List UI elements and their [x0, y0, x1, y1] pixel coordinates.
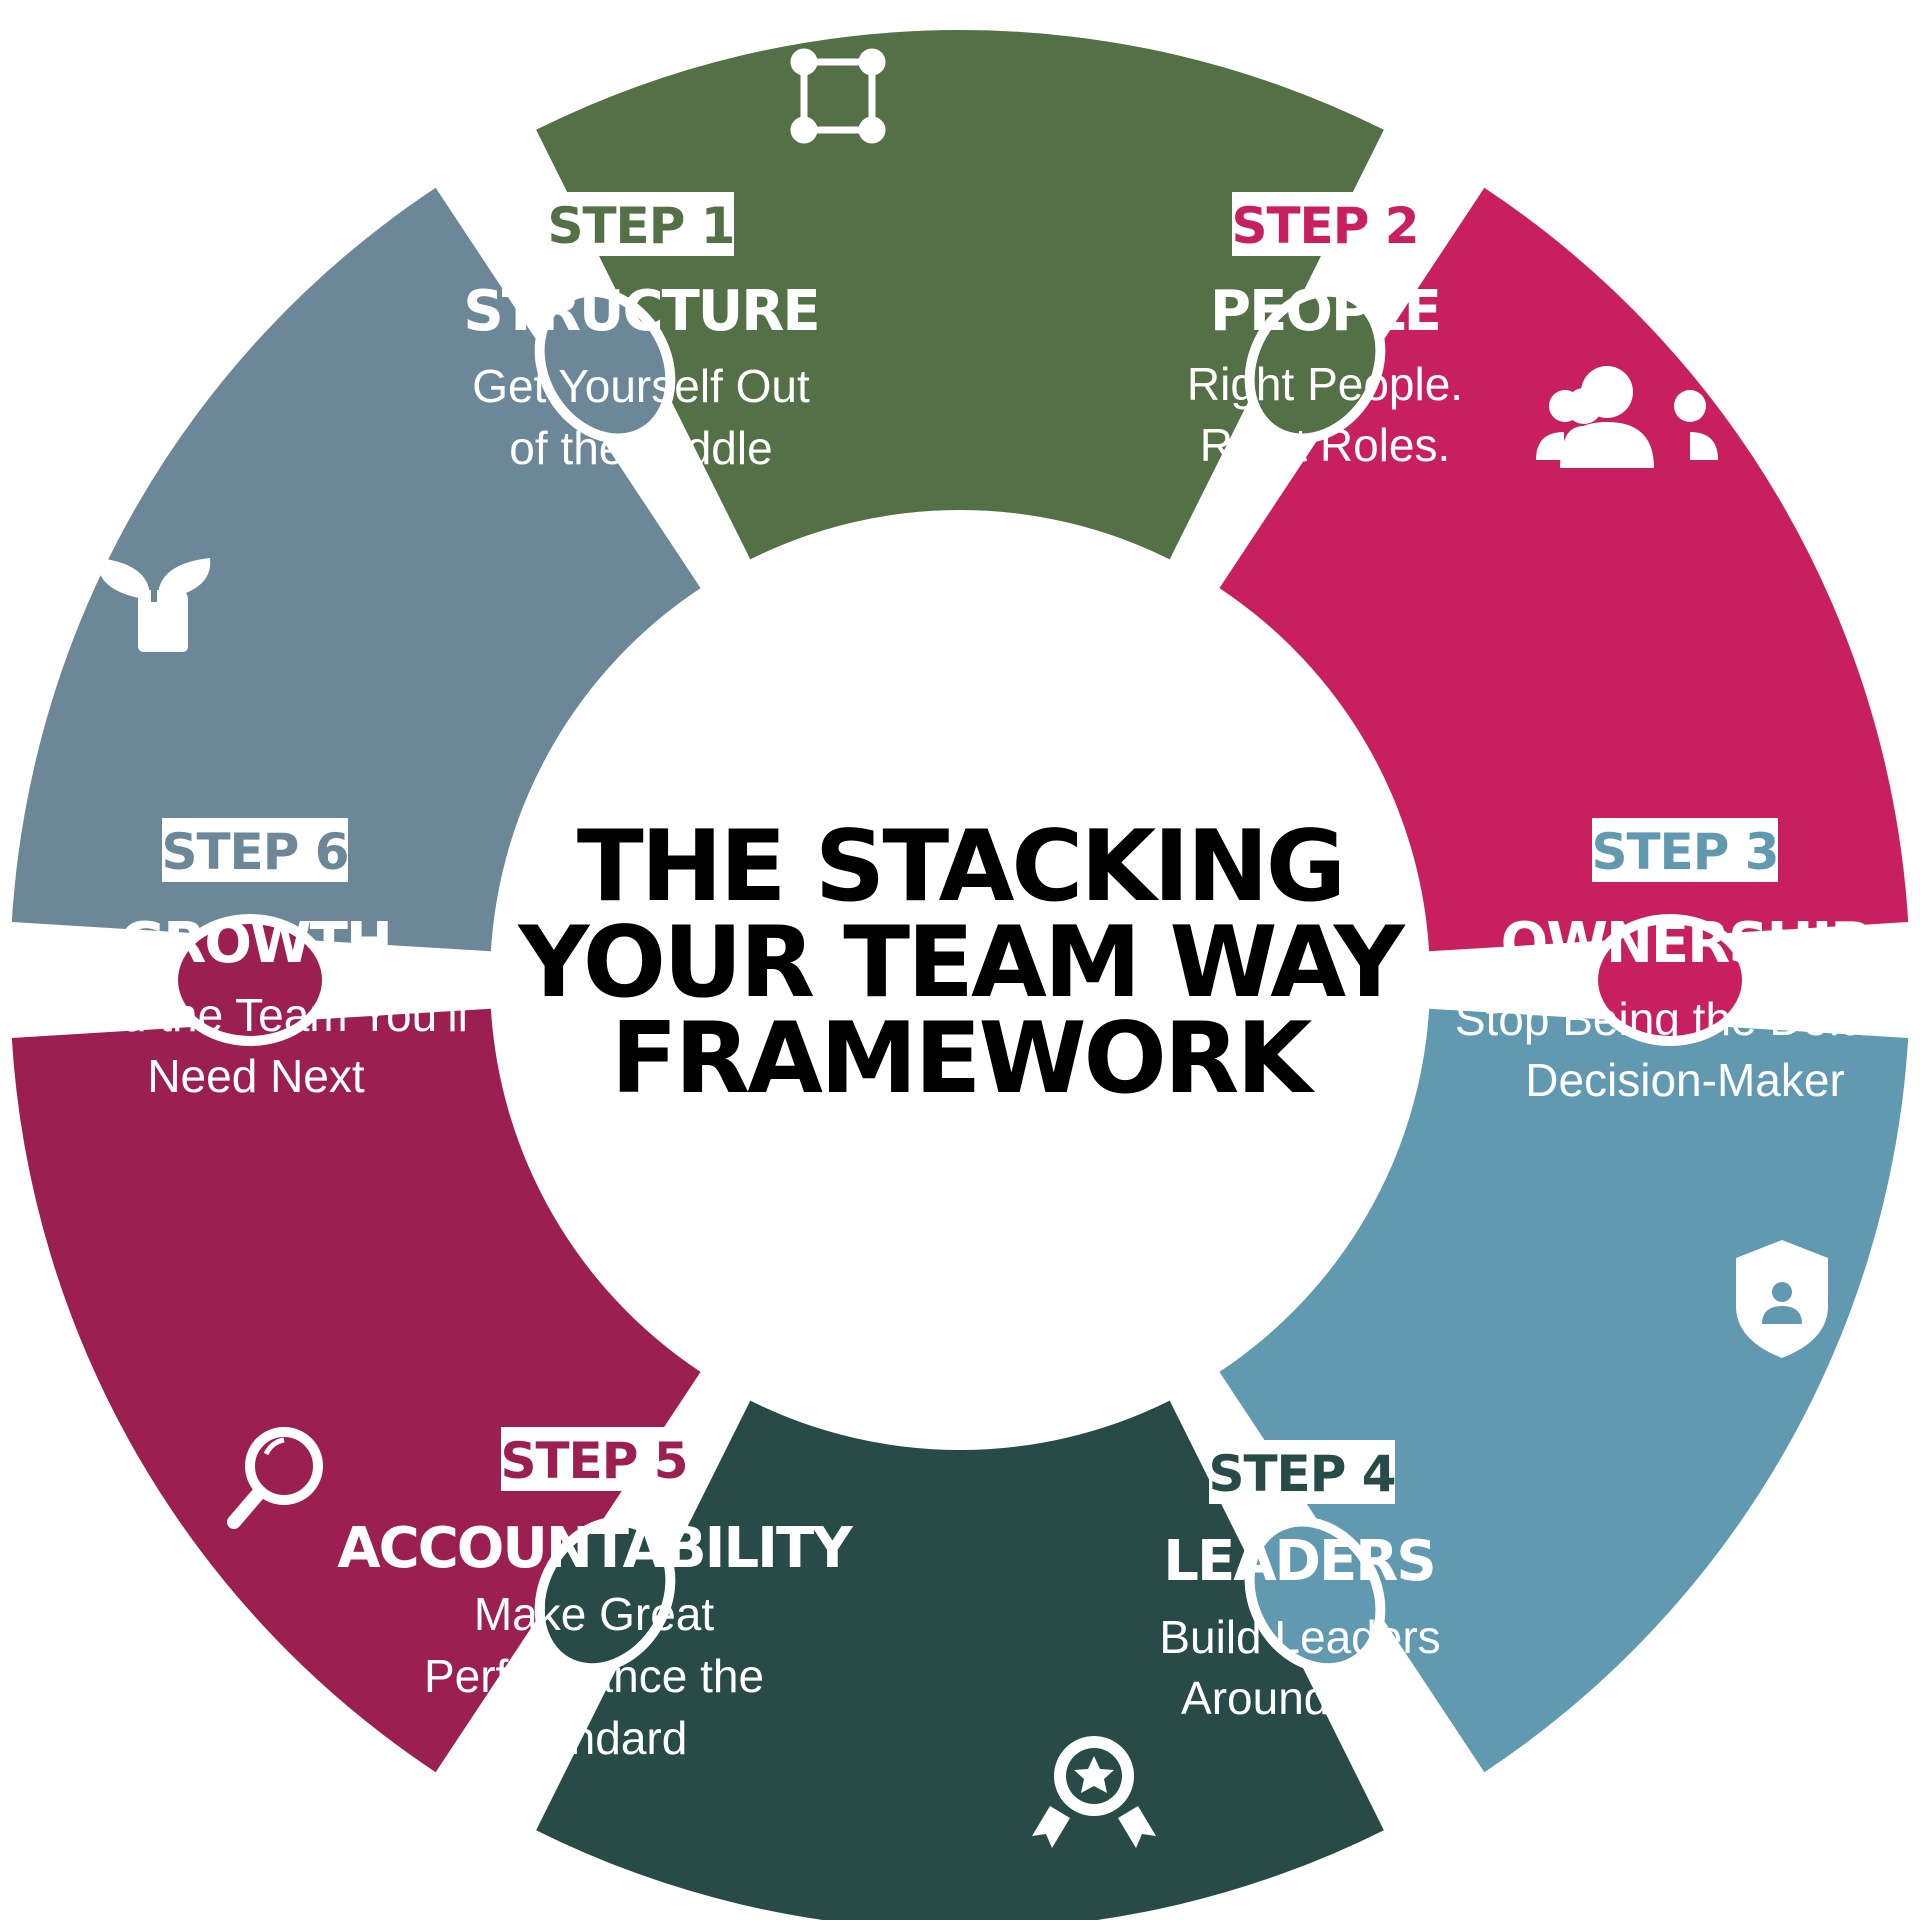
step-4-name: LEADERS	[1163, 1529, 1434, 1594]
step-4-content: STEP 4 LEADERS Build Leaders Around You	[1159, 1440, 1441, 1724]
step-1-badge	[548, 192, 734, 256]
step-2-badge-label: STEP 2	[1231, 197, 1418, 255]
magnifier-icon	[227, 1427, 323, 1529]
step-6-badge-label: STEP 6	[161, 823, 348, 881]
step-2-content: STEP 2 PEOPLE Right People. Right Roles.	[1187, 192, 1463, 471]
step-5-desc-line-3: Standard	[501, 1712, 688, 1764]
step-4-badge	[1209, 1440, 1395, 1504]
step-3-segment	[1219, 1008, 1909, 1773]
step-3-desc-line-1: Stop Being the Default	[1455, 993, 1916, 1045]
step-5-desc-line-2: Performance the	[424, 1650, 764, 1702]
step-1-puzzle-tab	[1244, 286, 1386, 444]
step-1-badge-label: STEP 1	[547, 197, 734, 255]
step-1-desc-line-2: of the Middle	[509, 422, 772, 474]
step-2-desc-line-1: Right People.	[1187, 358, 1463, 410]
step-5-name: ACCOUNTABILITY	[337, 1516, 854, 1581]
step-2-desc-line-2: Right Roles.	[1200, 419, 1451, 471]
step-5-segment	[11, 1008, 701, 1773]
plant-sprout-icon	[97, 558, 211, 652]
step-6-puzzle-tab	[534, 286, 676, 444]
step-3-desc-line-2: Decision-Maker	[1525, 1054, 1845, 1106]
step-4-badge-label: STEP 4	[1208, 1445, 1395, 1503]
step-3-badge	[1592, 818, 1778, 882]
step-5-badge-label: STEP 5	[500, 1432, 687, 1490]
step-5-content: STEP 5 ACCOUNTABILITY Make Great Perform…	[337, 1427, 856, 1764]
step-2-name: PEOPLE	[1210, 279, 1440, 344]
step-4-segment	[536, 1400, 1384, 1920]
step-5-desc-line-1: Make Great	[474, 1588, 715, 1640]
step-3-name: OWNERSHIP	[1501, 911, 1870, 976]
step-4-puzzle-tab	[534, 1516, 676, 1674]
step-6-desc-line-1: Build the Team You’ll	[44, 989, 468, 1041]
step-3-badge-label: STEP 3	[1591, 823, 1778, 881]
title-line-1: THE STACKING	[577, 810, 1343, 924]
step-5-puzzle-tab	[168, 914, 332, 1046]
step-4-desc-line-2: Around You	[1181, 1672, 1419, 1724]
award-ribbon-icon	[1032, 1736, 1156, 1848]
step-6-segment	[11, 187, 701, 952]
group-people-icon	[1536, 366, 1718, 468]
step-6-content: STEP 6 GROWTH Build the Team You’ll Need…	[44, 818, 468, 1102]
step-6-desc-line-2: Need Next	[147, 1050, 365, 1102]
step-3-content: STEP 3 OWNERSHIP Stop Being the Default …	[1455, 818, 1916, 1106]
square-nodes-icon	[790, 48, 886, 144]
step-1-segment	[536, 30, 1384, 560]
shield-user-icon	[1736, 1240, 1828, 1358]
step-1-desc-line-1: Get Yourself Out	[472, 360, 810, 412]
center-title: THE STACKING YOUR TEAM WAY FRAMEWORK	[517, 810, 1408, 1116]
step-1-name: STRUCTURE	[463, 279, 818, 344]
title-line-3: FRAMEWORK	[611, 1002, 1316, 1116]
step-6-name: GROWTH	[119, 911, 391, 976]
step-2-puzzle-tab	[1588, 914, 1752, 1046]
step-6-badge	[162, 818, 348, 882]
title-line-2: YOUR TEAM WAY	[517, 906, 1405, 1020]
step-2-badge	[1232, 192, 1418, 256]
step-2-segment	[1219, 187, 1909, 952]
step-4-desc-line-1: Build Leaders	[1159, 1611, 1440, 1663]
step-3-puzzle-tab	[1244, 1516, 1386, 1674]
step-1-content: STEP 1 STRUCTURE Get Yourself Out of the…	[463, 192, 821, 474]
step-5-badge	[501, 1427, 687, 1491]
